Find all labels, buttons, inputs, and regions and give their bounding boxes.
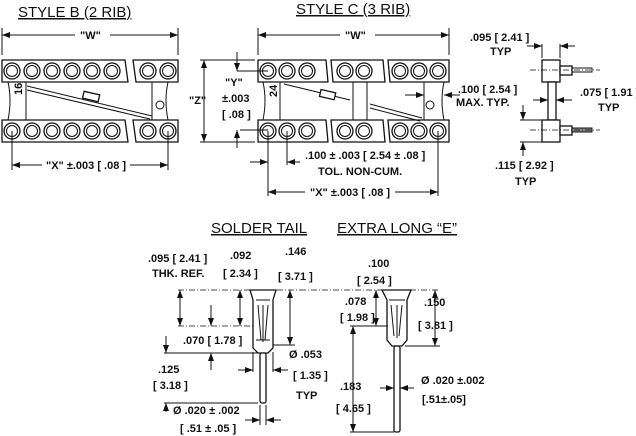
style-c-rib-note: MAX. TYP. bbox=[456, 97, 510, 109]
side-bottom-note: TYP bbox=[515, 176, 536, 188]
style-c-pitch: .100 ± .003 [ 2.54 ± .08 ] bbox=[305, 150, 426, 162]
st-tail: Ø .020 ± .002 bbox=[173, 405, 240, 417]
style-c-y-mm: [ .08 ] bbox=[222, 109, 251, 121]
style-c-title: STYLE C (3 RIB) bbox=[296, 1, 410, 18]
style-c-rib: .100 [ 2.54 ] bbox=[458, 84, 518, 96]
st-dia-mm: [ 1.35 ] bbox=[293, 370, 328, 382]
st-thk: .095 [ 2.41 ] bbox=[148, 253, 208, 265]
style-b-socket: "W" 16 "X" ±.003 [ .08 ] bbox=[1, 28, 179, 172]
pin-hole-inner bbox=[142, 65, 154, 77]
st-d2-mm: [ 3.71 ] bbox=[278, 271, 313, 283]
el-tail-mm: [.51±.05] bbox=[422, 394, 466, 406]
pin-hole-inner bbox=[6, 65, 18, 77]
pin-hole-inner bbox=[66, 125, 78, 137]
pin-hole-inner bbox=[432, 65, 444, 77]
style-c-pitch-note: TOL. NON-CUM. bbox=[318, 166, 402, 178]
pin-hole-inner bbox=[46, 125, 58, 137]
style-c-socket: "W" 24 "Z" "Y" ±.003 [ .08 ] .100 ± .003… bbox=[189, 28, 518, 199]
st-dia: Ø .053 bbox=[289, 349, 322, 361]
side-top-dim: .095 [ 2.41 ] bbox=[470, 32, 530, 44]
pin-hole-inner bbox=[301, 125, 313, 137]
style-b-w-label: "W" bbox=[80, 30, 101, 42]
pin-hole-inner bbox=[66, 65, 78, 77]
solder-tail-pin: .095 [ 2.41 ] THK. REF. .092 [ 2.34 ] .1… bbox=[148, 246, 328, 435]
pin-hole-inner bbox=[106, 125, 118, 137]
style-c-y-tol: ±.003 bbox=[222, 93, 249, 105]
side-bottom-dim: .115 [ 2.92 ] bbox=[495, 160, 554, 172]
pin-hole-inner bbox=[86, 125, 98, 137]
pin-hole-inner bbox=[394, 125, 406, 137]
style-b-pin-count: 16 bbox=[13, 83, 25, 95]
pin-hole-inner bbox=[413, 125, 425, 137]
pin-hole-inner bbox=[86, 65, 98, 77]
pin-hole-inner bbox=[162, 65, 174, 77]
style-b-title: STYLE B (2 RIB) bbox=[18, 4, 131, 21]
st-d2: .146 bbox=[285, 246, 306, 258]
pin-hole-inner bbox=[394, 65, 406, 77]
el-d3: .150 bbox=[424, 297, 445, 309]
pin-hole-inner bbox=[106, 65, 118, 77]
extra-long-title: EXTRA LONG “E” bbox=[337, 220, 457, 237]
el-d1: .100 bbox=[368, 258, 389, 270]
pin-hole-inner bbox=[301, 65, 313, 77]
st-d4: .125 bbox=[158, 364, 179, 376]
el-tail: Ø .020 ±.002 bbox=[421, 375, 485, 387]
side-view: .095 [ 2.41 ] TYP .075 [ 1.91 ] TYP .115… bbox=[470, 32, 636, 188]
style-c-y-label: "Y" bbox=[225, 77, 243, 89]
pin-hole-inner bbox=[46, 65, 58, 77]
pin-hole-inner bbox=[413, 65, 425, 77]
st-d4-mm: [ 3.18 ] bbox=[153, 380, 188, 392]
st-dia-note: TYP bbox=[296, 390, 317, 402]
pin-hole-inner bbox=[339, 125, 351, 137]
style-c-w-label: "W" bbox=[345, 30, 366, 42]
side-top-note: TYP bbox=[490, 46, 511, 58]
el-d4: .183 bbox=[340, 381, 361, 393]
style-b-x-label: "X" ±.003 [ .08 ] bbox=[46, 160, 126, 172]
el-d2-mm: [ 1.98 ] bbox=[340, 312, 375, 324]
extra-long-pin: .100 [ 2.54 ] .078 [ 1.98 ] .150 [ 3.81 … bbox=[300, 258, 485, 433]
pin-hole-inner bbox=[26, 65, 38, 77]
style-c-x-label: "X" ±.003 [ .08 ] bbox=[310, 187, 390, 199]
pin-hole-inner bbox=[142, 125, 154, 137]
pin-hole-inner bbox=[358, 65, 370, 77]
pin-hole-inner bbox=[358, 125, 370, 137]
st-d1: .092 bbox=[230, 250, 251, 262]
side-mid-dim: .075 [ 1.91 ] bbox=[580, 87, 636, 99]
st-d3: .070 [ 1.78 ] bbox=[183, 335, 243, 347]
st-thk-note: THK. REF. bbox=[152, 268, 205, 280]
el-d3-mm: [ 3.81 ] bbox=[418, 320, 453, 332]
solder-tail-title: SOLDER TAIL bbox=[211, 220, 307, 237]
style-c-z-label: "Z" bbox=[189, 95, 206, 107]
el-d4-mm: [ 4.65 ] bbox=[336, 403, 371, 415]
st-tail-mm: [ .51 ± .05 ] bbox=[180, 423, 237, 435]
el-d1-mm: [ 2.54 ] bbox=[357, 275, 392, 287]
st-d1-mm: [ 2.34 ] bbox=[223, 268, 258, 280]
pin-hole-inner bbox=[281, 65, 293, 77]
style-c-pin-count: 24 bbox=[268, 84, 280, 97]
el-d2: .078 bbox=[345, 296, 366, 308]
pin-hole-inner bbox=[26, 125, 38, 137]
side-mid-note: TYP bbox=[598, 102, 619, 114]
pin-hole-inner bbox=[339, 65, 351, 77]
